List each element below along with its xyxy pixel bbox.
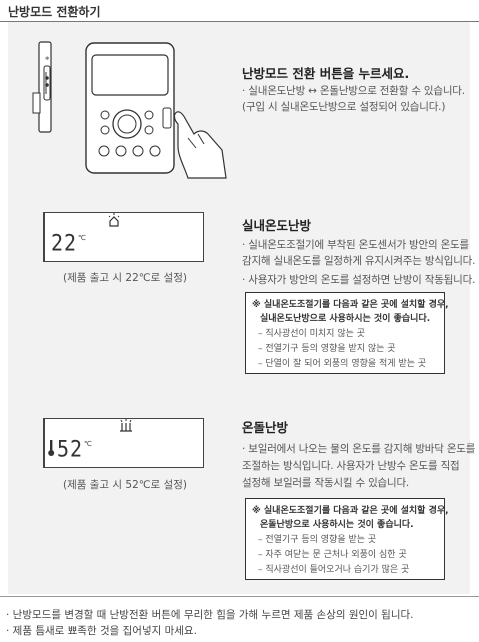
floor-heating-icon xyxy=(120,419,132,432)
indoor-notice-title-1: ※ 실내온도조절기를 다음과 같은 곳에 설치할 경우, xyxy=(252,300,449,310)
ondol-temp-unit: ℃ xyxy=(84,440,92,448)
indoor-line-3: · 사용자가 방안의 온도를 설정하면 난방이 작동됩니다. xyxy=(242,274,476,286)
switch-mode-line-2: (구입 시 실내온도난방으로 설정되어 있습니다.) xyxy=(242,101,446,113)
ondol-install-notice: ※ 실내온도조절기를 다음과 같은 곳에 설치할 경우, 온돌난방으로 사용하시… xyxy=(245,498,449,580)
footer-note-1: · 난방모드를 변경할 때 난방전환 버튼에 무리한 힘을 가해 누르면 제품 … xyxy=(6,609,414,621)
header-divider xyxy=(0,21,479,22)
ondol-line-3: 설정해 보일러를 작동시킬 수 있습니다. xyxy=(242,477,410,489)
indoor-notice-item-2: – 전열기구 등의 영향을 받지 않는 곳 xyxy=(258,344,396,354)
footer-note-2: · 제품 틈새로 뾰족한 것을 집어넣지 마세요. xyxy=(6,625,197,637)
ondol-mode-display: 52 ℃ xyxy=(43,418,204,468)
indoor-factory-caption: (제품 출고 시 22℃로 설정) xyxy=(63,272,187,284)
ondol-notice-title-2: 온돌난방으로 사용하시는 것이 좋습니다. xyxy=(260,520,414,530)
indoor-heating-heading: 실내온도난방 xyxy=(242,218,312,233)
indoor-install-notice: ※ 실내온도조절기를 다음과 같은 곳에 설치할 경우, 실내온도난방으로 사용… xyxy=(245,292,449,374)
thermostat-hand-press-illustration: ❄ xyxy=(32,41,227,179)
ondol-factory-caption: (제품 출고 시 52℃로 설정) xyxy=(63,479,187,491)
ondol-notice-item-2: – 자주 여닫는 문 근처나 외풍이 심한 곳 xyxy=(258,550,407,560)
switch-mode-line-1: · 실내온도난방 ↔ 온돌난방으로 전환할 수 있습니다. xyxy=(242,85,465,97)
thermometer-icon xyxy=(48,440,55,456)
page-title: 난방모드 전환하기 xyxy=(8,5,101,19)
indoor-notice-item-3: – 단열이 잘 되어 외풍의 영향을 적게 받는 곳 xyxy=(258,359,427,369)
switch-mode-heading: 난방모드 전환 버튼을 누르세요. xyxy=(242,66,410,81)
ondol-notice-item-3: – 직사광선이 들어오거나 습기가 많은 곳 xyxy=(258,565,410,575)
indoor-temp-unit: ℃ xyxy=(78,234,86,242)
indoor-mode-display: 22 ℃ xyxy=(43,212,204,262)
indoor-line-2: 감지해 실내온도를 일정하게 유지시켜주는 방식입니다. xyxy=(242,255,476,267)
ondol-notice-item-1: – 전열기구 등의 영향을 받는 곳 xyxy=(258,535,377,545)
footer-divider xyxy=(0,596,479,597)
house-icon xyxy=(108,213,120,227)
page-header: 난방모드 전환하기 xyxy=(0,0,479,22)
svg-text:❄: ❄ xyxy=(45,56,49,62)
indoor-line-1: · 실내온도조절기에 부착된 온도센서가 방안의 온도를 xyxy=(242,239,469,251)
indoor-temp-readout: 22 xyxy=(51,229,78,257)
ondol-notice-title-1: ※ 실내온도조절기를 다음과 같은 곳에 설치할 경우, xyxy=(252,506,449,516)
ondol-heating-heading: 온돌난방 xyxy=(242,420,289,435)
ondol-line-2: 조절하는 방식입니다. 사용자가 난방수 온도를 직접 xyxy=(242,460,460,472)
ondol-temp-readout: 52 xyxy=(57,435,84,463)
indoor-notice-title-2: 실내온도난방으로 사용하시는 것이 좋습니다. xyxy=(260,314,431,324)
ondol-line-1: · 보일러에서 나오는 물의 온도를 감지해 방바닥 온도를 xyxy=(242,443,476,455)
indoor-notice-item-1: – 직사광선이 미치지 않는 곳 xyxy=(258,329,366,339)
